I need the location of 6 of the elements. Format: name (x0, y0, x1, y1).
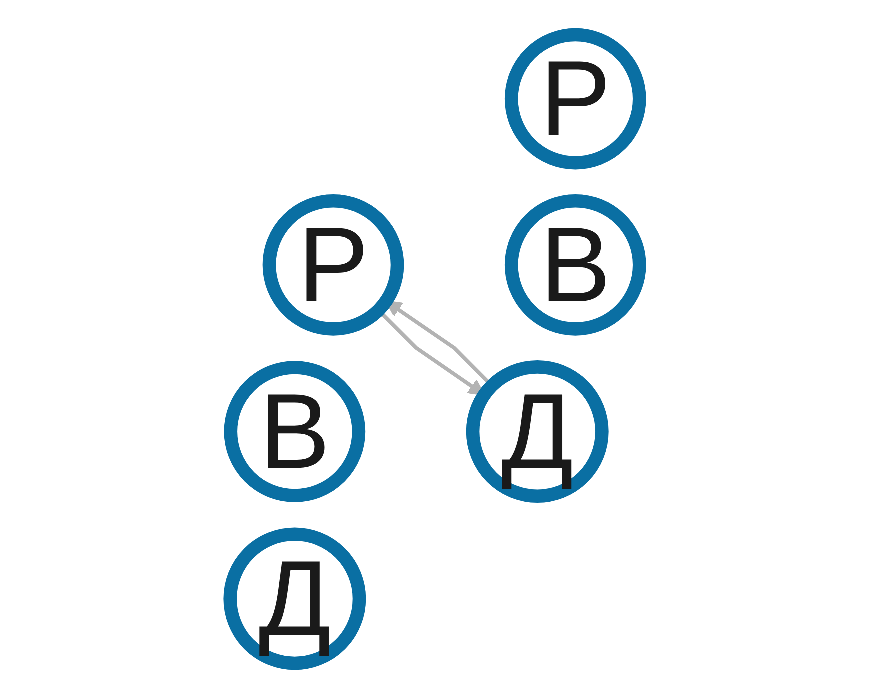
node-circle: Р (262, 194, 404, 336)
node-circle: В (224, 361, 366, 502)
node-circle: Д (224, 528, 366, 670)
node-circle: Р (504, 28, 646, 170)
node-circle: В (504, 194, 646, 336)
node-circle: Д (466, 360, 609, 503)
